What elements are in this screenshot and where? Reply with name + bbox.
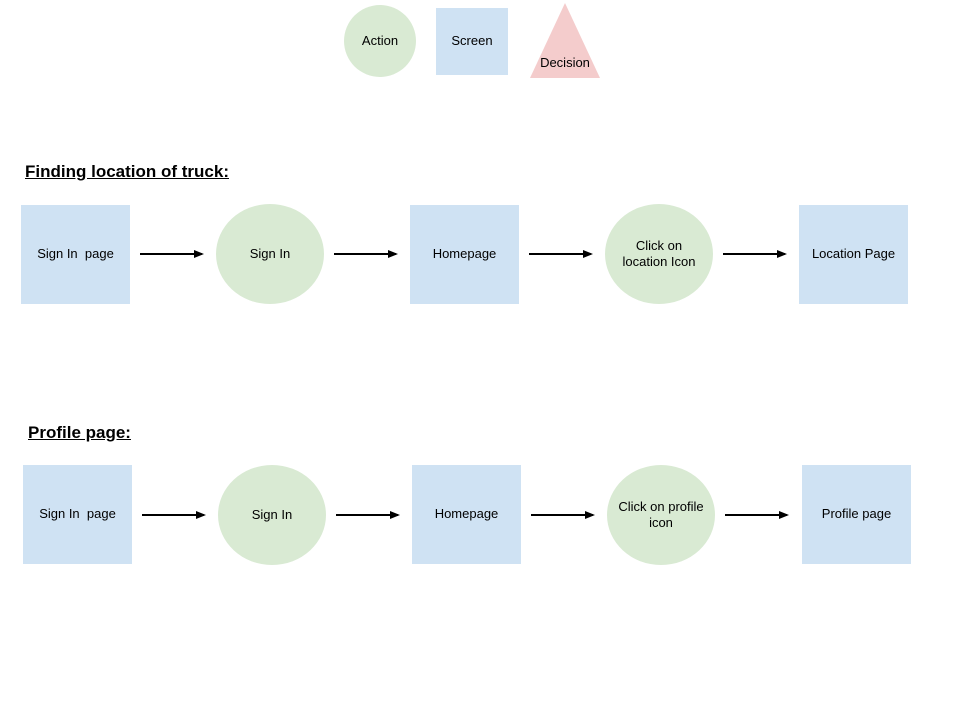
node-label: Sign In [249, 245, 291, 261]
node-label: Location Page [811, 246, 896, 262]
node-label: Profile page [821, 506, 892, 522]
flow1-arrow-2 [334, 250, 398, 258]
node-label: Click on location Icon [622, 237, 696, 269]
node-label: Sign In [251, 506, 293, 522]
section-title-finding-location: Finding location of truck: [25, 162, 229, 181]
flow2-action-click-profile-icon: Click on profile icon [607, 465, 715, 565]
flow2-arrow-1 [142, 511, 206, 519]
flow2-arrow-4 [725, 511, 789, 519]
node-label: Homepage [434, 506, 499, 522]
flow2-arrow-3 [531, 511, 595, 519]
flow1-screen-location-page: Location Page [799, 205, 908, 304]
legend-decision-triangle-icon [530, 3, 600, 78]
legend-screen-square-icon: Screen [436, 8, 508, 75]
node-label: Sign In page [37, 246, 114, 262]
flow1-arrow-4 [723, 250, 787, 258]
legend-decision-group: Decision [530, 3, 600, 78]
legend-screen-label: Screen [451, 33, 493, 49]
node-label: Homepage [432, 246, 497, 262]
legend-action-circle-icon: Action [344, 5, 416, 77]
flow1-arrow-3 [529, 250, 593, 258]
section-title-profile-page: Profile page: [28, 423, 131, 442]
flow2-screen-profile-page: Profile page [802, 465, 911, 564]
flow2-screen-homepage: Homepage [412, 465, 521, 564]
flow1-action-click-location-icon: Click on location Icon [605, 204, 713, 304]
flow1-screen-homepage: Homepage [410, 205, 519, 304]
legend-action-label: Action [361, 32, 399, 48]
node-label: Sign In page [39, 506, 116, 522]
flow1-action-sign-in: Sign In [216, 204, 324, 304]
flow1-arrow-1 [140, 250, 204, 258]
node-label: Click on profile icon [618, 498, 704, 530]
flow2-screen-sign-in-page: Sign In page [23, 465, 132, 564]
legend-decision-label: Decision [540, 55, 590, 70]
flow2-arrow-2 [336, 511, 400, 519]
flow2-action-sign-in: Sign In [218, 465, 326, 565]
flow1-screen-sign-in-page: Sign In page [21, 205, 130, 304]
